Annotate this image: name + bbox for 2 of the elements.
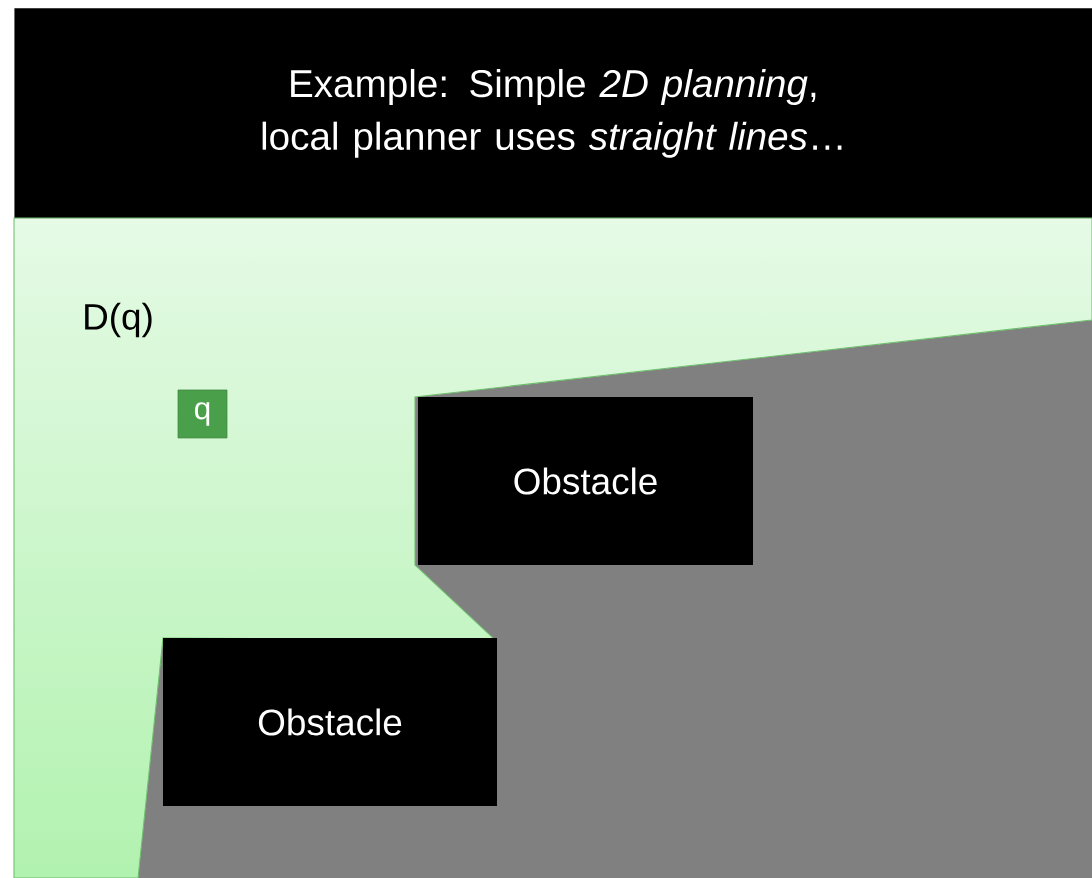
- title-banner: Example: Simple 2D planning, local planner uses straight lines…: [14, 8, 1092, 219]
- configuration-box: q: [177, 389, 228, 439]
